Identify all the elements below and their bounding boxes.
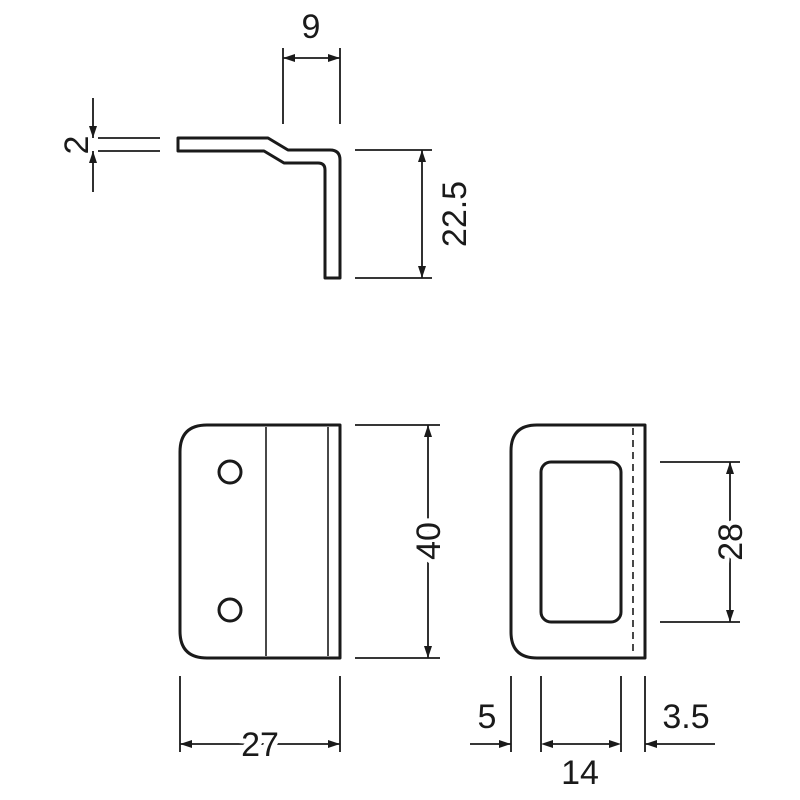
dim-height: 40 — [355, 424, 453, 659]
label-slot-height: 28 — [712, 523, 750, 561]
bracket-profile — [176, 136, 342, 280]
label-width: 27 — [241, 726, 279, 764]
dim-flange-height: 22.5 — [355, 149, 474, 279]
slot-opening — [539, 460, 623, 624]
mounting-hole-top — [217, 459, 243, 485]
side-profile-view — [176, 136, 342, 280]
dim-slot-bottom: 5 14 3.5 — [470, 676, 715, 792]
label-thickness: 2 — [58, 136, 96, 155]
label-height: 40 — [410, 522, 448, 560]
dim-width: 27 — [179, 676, 341, 769]
label-offset: 9 — [302, 8, 321, 46]
dim-thickness: 2 — [58, 98, 160, 192]
front-plate — [178, 423, 342, 660]
label-edge-right: 3.5 — [662, 698, 709, 736]
label-edge-left: 5 — [478, 698, 497, 736]
front-view — [178, 423, 342, 660]
label-flange-height: 22.5 — [436, 181, 474, 247]
dim-offset: 9 — [282, 8, 341, 124]
mounting-hole-bottom — [217, 597, 243, 623]
dim-slot-height: 28 — [660, 461, 755, 623]
label-slot-width: 14 — [561, 754, 599, 792]
slot-view — [509, 423, 647, 660]
